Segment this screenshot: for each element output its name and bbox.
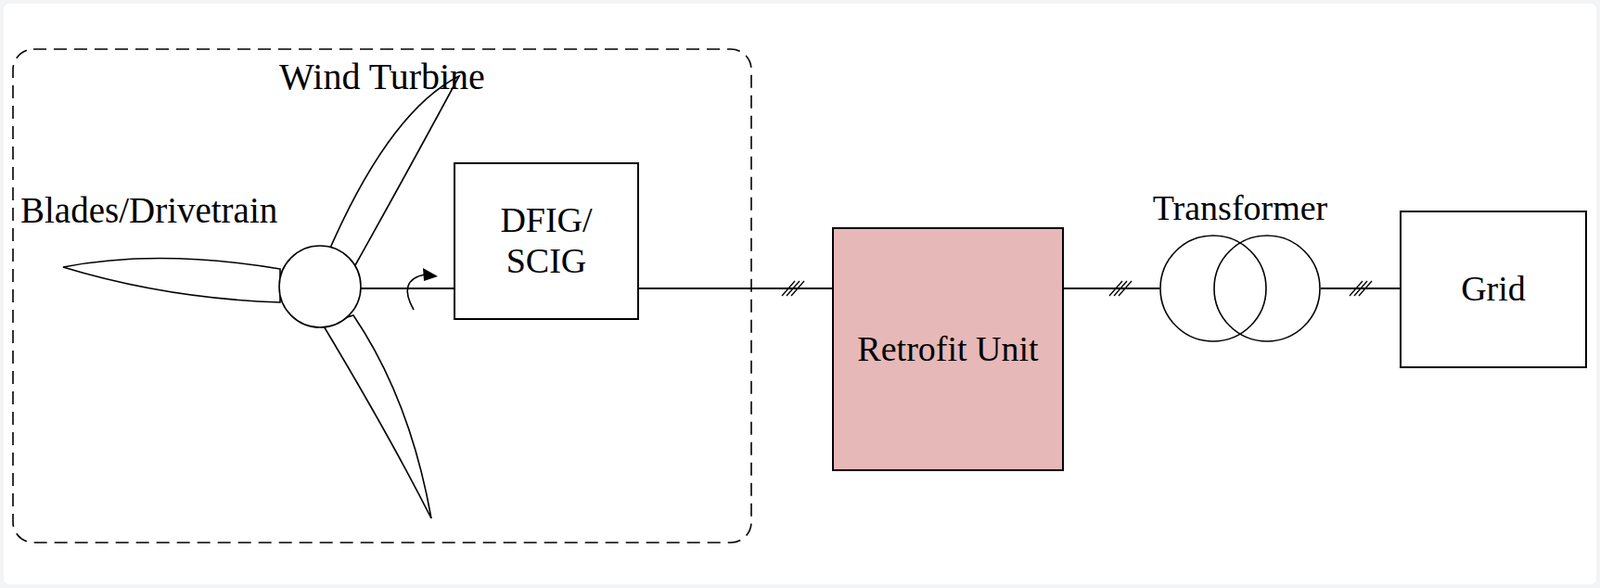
blade — [322, 315, 432, 519]
wind-turbine-group: Wind TurbineDFIG/ SCIG — [12, 48, 753, 544]
dashed-outline — [12, 48, 753, 544]
transformer-label: Transformer — [1133, 188, 1347, 230]
blade — [63, 257, 281, 303]
box-label: Grid — [1460, 268, 1526, 310]
generator-box: DFIG/ SCIG — [453, 162, 640, 320]
rotation-arrow — [407, 274, 425, 310]
box-label: DFIG/ SCIG — [467, 200, 626, 282]
three-phase-line — [1320, 281, 1400, 296]
rotation-arrowhead — [422, 268, 438, 282]
retrofit-box: Retrofit Unit — [832, 227, 1064, 472]
hub — [279, 245, 361, 328]
shaft — [360, 287, 466, 290]
grid-box: Grid — [1399, 210, 1588, 369]
three-phase-line — [639, 281, 832, 296]
box-label: Retrofit Unit — [857, 329, 1038, 371]
part-label: Blades/Drivetrain — [18, 190, 280, 232]
three-phase-line — [1063, 281, 1160, 296]
blade — [328, 76, 460, 266]
transformer-symbol: Transformer — [1133, 188, 1347, 346]
group-title: Wind Turbine — [12, 55, 753, 99]
transformer-windings — [1159, 233, 1321, 344]
